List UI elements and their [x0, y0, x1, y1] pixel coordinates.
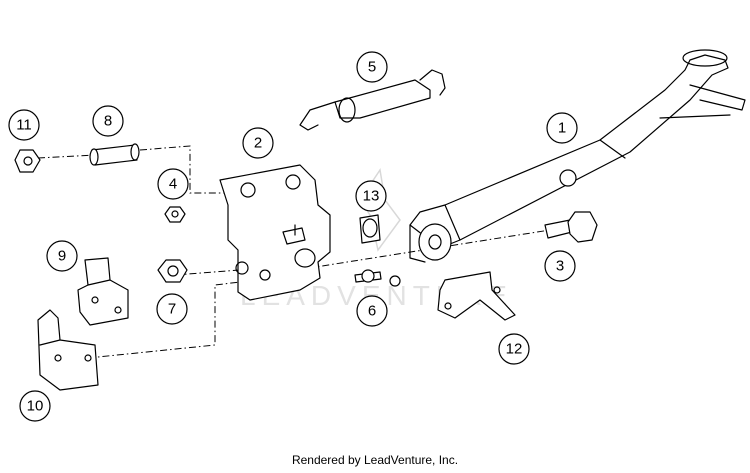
callout-label: 5 — [368, 59, 376, 76]
callout-6[interactable]: 6 — [356, 295, 388, 327]
nut-part[interactable] — [157, 259, 188, 283]
sleeve-part[interactable] — [89, 143, 140, 166]
callout-label: 8 — [104, 113, 112, 130]
callout-label: 6 — [368, 303, 376, 320]
callout-label: 10 — [27, 398, 44, 415]
callout-label: 11 — [16, 117, 32, 134]
callout-label: 1 — [558, 120, 566, 137]
leader-line-7-2 — [174, 269, 241, 276]
bracket-part[interactable] — [37, 309, 99, 391]
mounting-plate-part[interactable] — [219, 164, 331, 301]
callout-label: 2 — [254, 135, 262, 152]
callout-label: 9 — [58, 248, 66, 265]
callout-4[interactable]: 4 — [157, 168, 189, 200]
callout-3[interactable]: 3 — [544, 250, 576, 282]
clip-part[interactable] — [359, 214, 381, 244]
callout-8[interactable]: 8 — [92, 105, 124, 137]
switch-part[interactable] — [77, 257, 129, 326]
leader-line-11-8-2 — [37, 145, 225, 194]
callout-label: 7 — [168, 301, 176, 318]
bracket-part-12[interactable] — [437, 271, 516, 321]
callout-5[interactable]: 5 — [356, 51, 388, 83]
callout-1[interactable]: 1 — [546, 112, 578, 144]
screw-part[interactable] — [354, 269, 401, 287]
callout-12[interactable]: 12 — [498, 333, 530, 365]
callout-label: 12 — [506, 341, 523, 358]
callout-label: 3 — [556, 258, 564, 275]
callout-label: 13 — [363, 188, 380, 205]
callout-13[interactable]: 13 — [355, 180, 387, 212]
callout-7[interactable]: 7 — [156, 293, 188, 325]
callout-10[interactable]: 10 — [19, 390, 51, 422]
callout-2[interactable]: 2 — [242, 127, 274, 159]
bolt-part[interactable] — [544, 211, 598, 243]
nut-part-11[interactable] — [14, 149, 41, 173]
callout-label: 4 — [169, 176, 177, 193]
side-stand-part[interactable] — [409, 49, 746, 263]
spring-part[interactable] — [299, 69, 446, 131]
footer-credit: Rendered by LeadVenture, Inc. — [291, 453, 459, 467]
callout-11[interactable]: 11 — [8, 109, 40, 141]
watermark-logo-mark — [359, 168, 401, 252]
leader-line-10-2 — [87, 281, 241, 359]
small-nut-part[interactable] — [164, 206, 186, 223]
callout-9[interactable]: 9 — [46, 240, 78, 272]
